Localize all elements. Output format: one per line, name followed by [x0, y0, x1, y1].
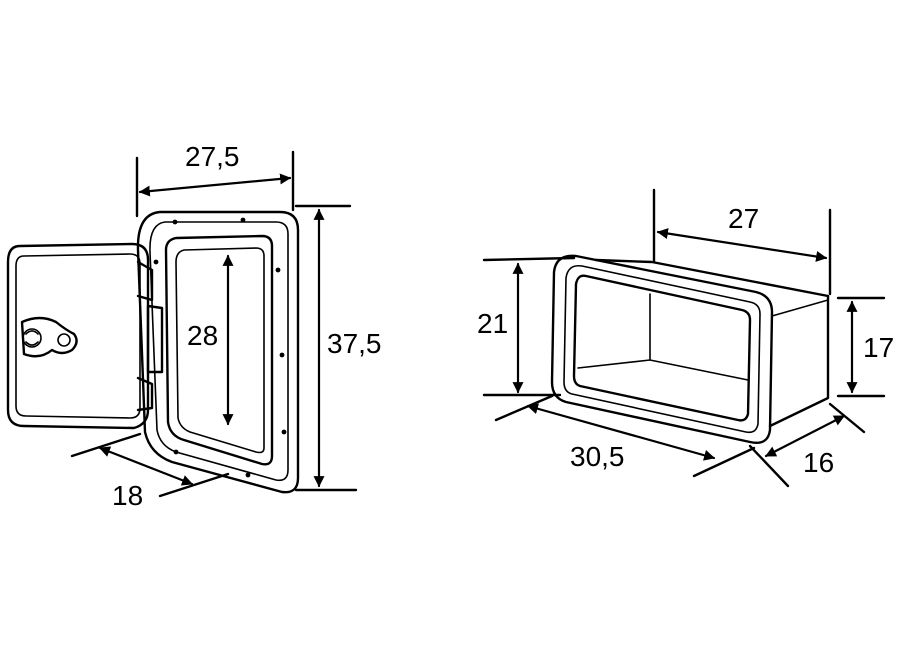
frame-screw-holes: [153, 217, 287, 478]
ext-front-width-right: [692, 446, 756, 478]
dim-frame-width: [138, 173, 292, 197]
dim-front-width: [526, 403, 716, 461]
box-bezel-inner: [563, 264, 761, 434]
label-opening-height: 28: [187, 320, 218, 351]
label-frame-width: 27,5: [185, 141, 240, 172]
box-body-edge: [771, 299, 829, 317]
label-back-height: 17: [863, 332, 894, 363]
hatch-frame-rim: [149, 221, 289, 482]
ext-front-height-top: [482, 256, 576, 262]
box-body-top: [594, 258, 830, 298]
ext-box-depth-left: [748, 444, 790, 488]
hatch-drawing: 27,5 37,5 28 18: [6, 141, 382, 511]
dim-length: [656, 228, 828, 262]
dim-depth: [98, 446, 194, 486]
label-depth: 18: [112, 480, 143, 511]
ext-depth-right: [158, 472, 230, 498]
box-bezel-outer: [550, 254, 774, 444]
hatch-door-outer: [6, 242, 150, 430]
label-length: 27: [728, 203, 759, 234]
box-body-back: [768, 294, 830, 428]
label-front-height: 21: [477, 308, 508, 339]
ext-depth-left: [70, 432, 142, 458]
hatch-frame-outer: [136, 210, 300, 494]
label-front-width: 30,5: [570, 441, 625, 472]
box-drawing: 27 21 17 30,5 16: [477, 188, 894, 488]
label-frame-height: 37,5: [327, 328, 382, 359]
hatch-door-inner: [15, 253, 141, 419]
dim-box-depth: [764, 414, 846, 458]
label-box-depth: 16: [803, 447, 834, 478]
box-opening: [572, 274, 752, 422]
hatch-opening-inner: [175, 247, 265, 454]
ext-box-depth-right: [828, 402, 866, 434]
door-lock-icon: [20, 316, 78, 358]
ext-front-width-left: [494, 394, 554, 422]
box-inner-floor: [577, 359, 651, 369]
hatch-opening-outer: [164, 234, 274, 466]
